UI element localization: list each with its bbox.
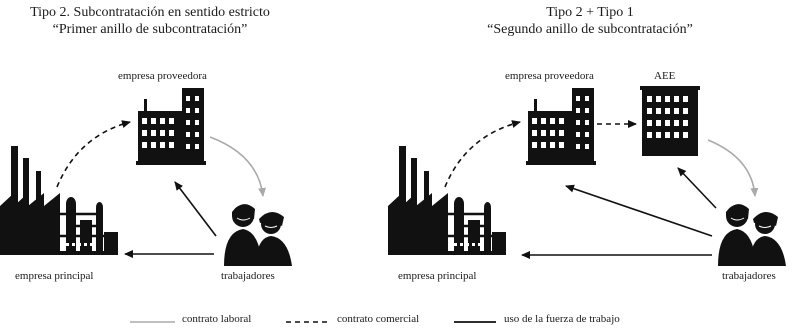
left-main-label: empresa principal (15, 270, 94, 282)
left-supplier-label: empresa proveedora (118, 70, 207, 82)
left-factory-icon (0, 144, 120, 257)
left-commercial-contract-arrow (56, 120, 131, 188)
left-title-line1: Tipo 2. Subcontratación en sentido estri… (30, 5, 270, 20)
right-agency-label: AEE (654, 70, 676, 82)
right-labor-contract-arrow (707, 139, 759, 197)
right-office-building-icon (526, 88, 596, 165)
right-title-line2: “Segundo anillo de subcontratación” (487, 22, 693, 37)
left-labor-contract-arrow (209, 136, 266, 197)
right-workers-icon (717, 203, 787, 267)
right-workforce-use-arrow-to-supplier (565, 184, 713, 237)
legend-workforce-label: uso de la fuerza de trabajo (504, 313, 620, 325)
right-supplier-label: empresa proveedora (505, 70, 594, 82)
left-workers-label: trabajadores (221, 270, 275, 282)
legend-commercial-label: contrato comercial (337, 313, 420, 325)
right-workers-label: trabajadores (722, 270, 776, 282)
right-title: Tipo 2 + Tipo 1 “Segundo anillo de subco… (440, 4, 740, 38)
right-title-line1: Tipo 2 + Tipo 1 (546, 5, 634, 20)
legend-labor-label: contrato laboral (182, 313, 252, 325)
left-workers-icon (223, 203, 293, 267)
left-office-building-icon (136, 88, 206, 165)
right-main-label: empresa principal (398, 270, 477, 282)
right-agency-building-icon (640, 86, 700, 156)
right-factory-icon (386, 144, 508, 257)
left-workforce-use-arrow-to-supplier (174, 181, 217, 237)
left-title: Tipo 2. Subcontratación en sentido estri… (0, 4, 300, 38)
right-workforce-use-arrow-to-agency (677, 167, 717, 209)
left-title-line2: “Primer anillo de subcontratación” (52, 22, 248, 37)
right-commercial-contract-arrow-main-to-supplier (444, 120, 521, 188)
